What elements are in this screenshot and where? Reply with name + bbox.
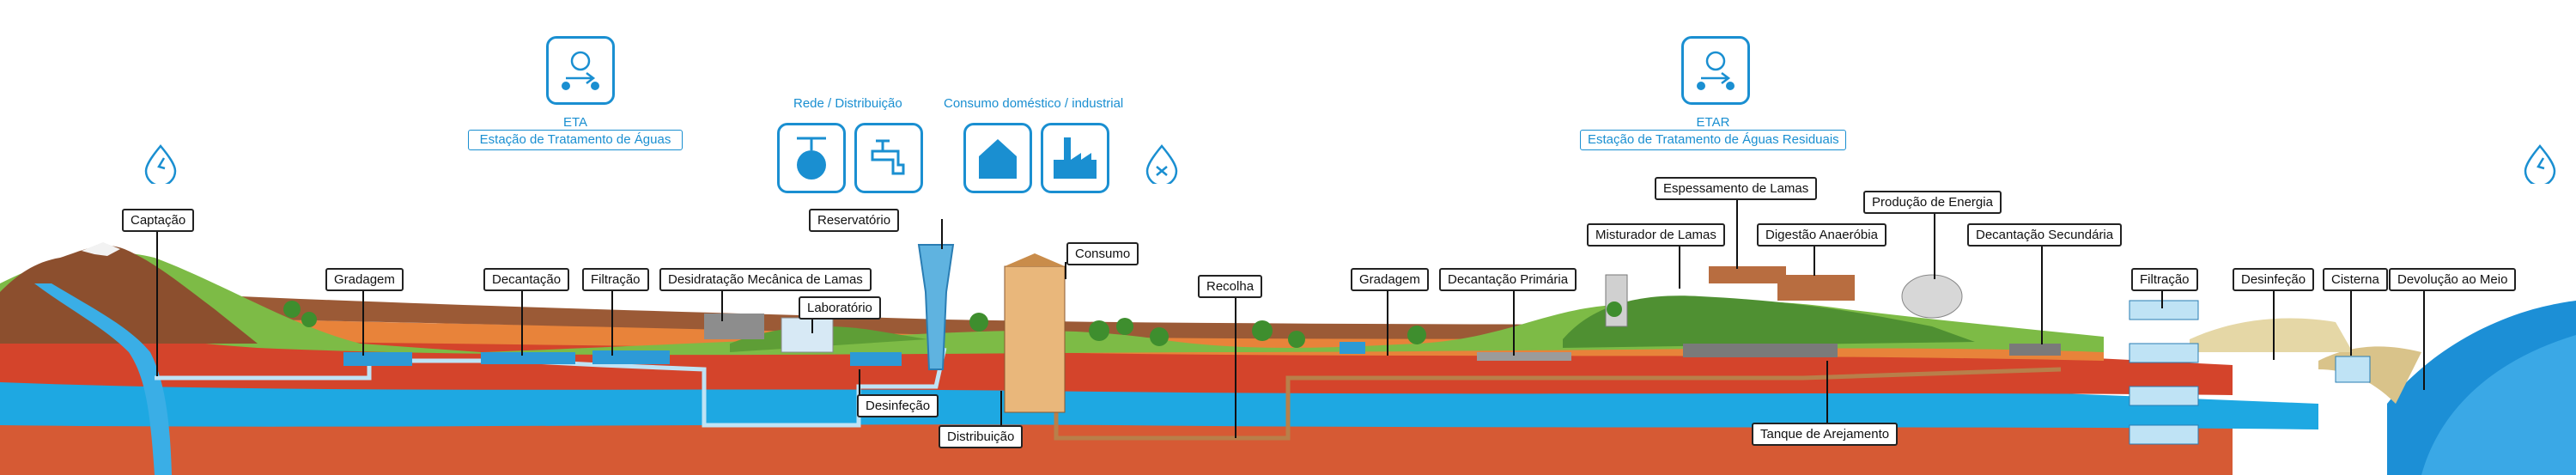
- apartment-roof: [1005, 253, 1065, 266]
- leader-producao-energia: [1934, 210, 1935, 279]
- gasometer: [1902, 275, 1962, 318]
- digester: [1777, 275, 1855, 301]
- callout-misturador: Misturador de Lamas: [1587, 223, 1725, 247]
- callout-decantacao-primaria: Decantação Primária: [1439, 268, 1577, 291]
- mixer-tank: [1606, 275, 1627, 326]
- callout-filtracao-2: Filtração: [2131, 268, 2198, 291]
- callout-decantacao-secundaria: Decantação Secundária: [1967, 223, 2122, 247]
- filter-col-4: [2129, 425, 2198, 444]
- leader-decantacao-secundaria: [2041, 241, 2043, 344]
- filter-col-3: [2129, 387, 2198, 405]
- sludge-building: [704, 314, 764, 339]
- distribution-label: Rede / Distribuição: [793, 96, 902, 111]
- eta-abbr: ETA: [468, 116, 683, 130]
- callout-recolha: Recolha: [1198, 275, 1262, 298]
- callout-captacao: Captação: [122, 209, 194, 232]
- etar-name: Estação de Tratamento de Águas Residuais: [1580, 130, 1846, 150]
- primary-settling: [1477, 352, 1571, 361]
- leader-filtracao-1: [611, 287, 613, 356]
- leader-recolha: [1235, 296, 1236, 438]
- callout-cisterna: Cisterna: [2323, 268, 2388, 291]
- desinfecao-tank: [850, 352, 902, 366]
- leader-cisterna: [2350, 287, 2352, 356]
- eta-title: ETA Estação de Tratamento de Águas: [468, 116, 683, 150]
- callout-tanque-arejamento: Tanque de Arejamento: [1752, 423, 1898, 446]
- leader-decantacao-primaria: [1513, 287, 1515, 356]
- leader-tanque-arejamento: [1826, 361, 1828, 425]
- callout-consumo: Consumo: [1066, 242, 1139, 265]
- water-drop-icon: [2523, 144, 2557, 184]
- callout-desinfecao-2: Desinfeção: [2233, 268, 2314, 291]
- callout-producao-energia: Produção de Energia: [1863, 191, 2002, 214]
- leader-reservatorio: [941, 219, 943, 249]
- etar-title: ETAR Estação de Tratamento de Águas Resi…: [1580, 116, 1846, 150]
- etar-cycle-icon: [1681, 36, 1750, 105]
- aeration-tank: [1683, 344, 1838, 357]
- leader-espessamento: [1736, 196, 1738, 269]
- leader-decantacao: [521, 287, 523, 356]
- callout-reservatorio: Reservatório: [809, 209, 899, 232]
- leader-captacao: [156, 230, 158, 376]
- callout-distribuicao: Distribuição: [939, 425, 1023, 448]
- leader-devolucao: [2423, 287, 2425, 390]
- lab-building: [781, 318, 833, 352]
- drop-with-x-icon: [1145, 144, 1179, 184]
- etar-gradagem: [1340, 342, 1365, 354]
- callout-laboratorio: Laboratório: [799, 296, 881, 320]
- filter-col-2: [2129, 344, 2198, 362]
- eta-cycle-icon: [546, 36, 615, 105]
- filtracao-tank: [592, 350, 670, 364]
- leader-desidratacao: [721, 287, 723, 321]
- network-icon: [777, 123, 846, 193]
- consumption-label: Consumo doméstico / industrial: [944, 96, 1123, 111]
- callout-devolucao: Devolução ao Meio: [2389, 268, 2516, 291]
- callout-desinfecao-1: Desinfeção: [857, 394, 939, 417]
- eta-name: Estação de Tratamento de Águas: [468, 130, 683, 150]
- gradagem-tank: [343, 352, 412, 366]
- leader-digestao: [1814, 241, 1815, 276]
- callout-filtracao-1: Filtração: [582, 268, 649, 291]
- thickener: [1709, 266, 1786, 283]
- leader-gradagem-2: [1387, 287, 1388, 356]
- sand-hills: [2190, 319, 2353, 352]
- apartment-building: [1005, 266, 1065, 412]
- callout-gradagem-1: Gradagem: [325, 268, 404, 291]
- leader-desinfecao-1: [859, 369, 860, 395]
- leader-consumo: [1065, 262, 1066, 279]
- tap-icon: [854, 123, 923, 193]
- callout-espessamento: Espessamento de Lamas: [1655, 177, 1817, 200]
- callout-decantacao: Decantação: [483, 268, 569, 291]
- decantacao-tank: [481, 352, 575, 364]
- factory-icon: [1041, 123, 1109, 193]
- house-icon: [963, 123, 1032, 193]
- leader-desinfecao-2: [2273, 287, 2275, 360]
- leader-misturador: [1679, 241, 1680, 289]
- secondary-settling: [2009, 344, 2061, 356]
- water-drop-icon: [143, 144, 178, 184]
- callout-digestao: Digestão Anaeróbia: [1757, 223, 1886, 247]
- etar-abbr: ETAR: [1580, 116, 1846, 130]
- cistern: [2336, 356, 2370, 382]
- callout-gradagem-2: Gradagem: [1351, 268, 1429, 291]
- callout-desidratacao: Desidratação Mecânica de Lamas: [659, 268, 872, 291]
- filter-col-1: [2129, 301, 2198, 320]
- leader-gradagem-1: [362, 287, 364, 356]
